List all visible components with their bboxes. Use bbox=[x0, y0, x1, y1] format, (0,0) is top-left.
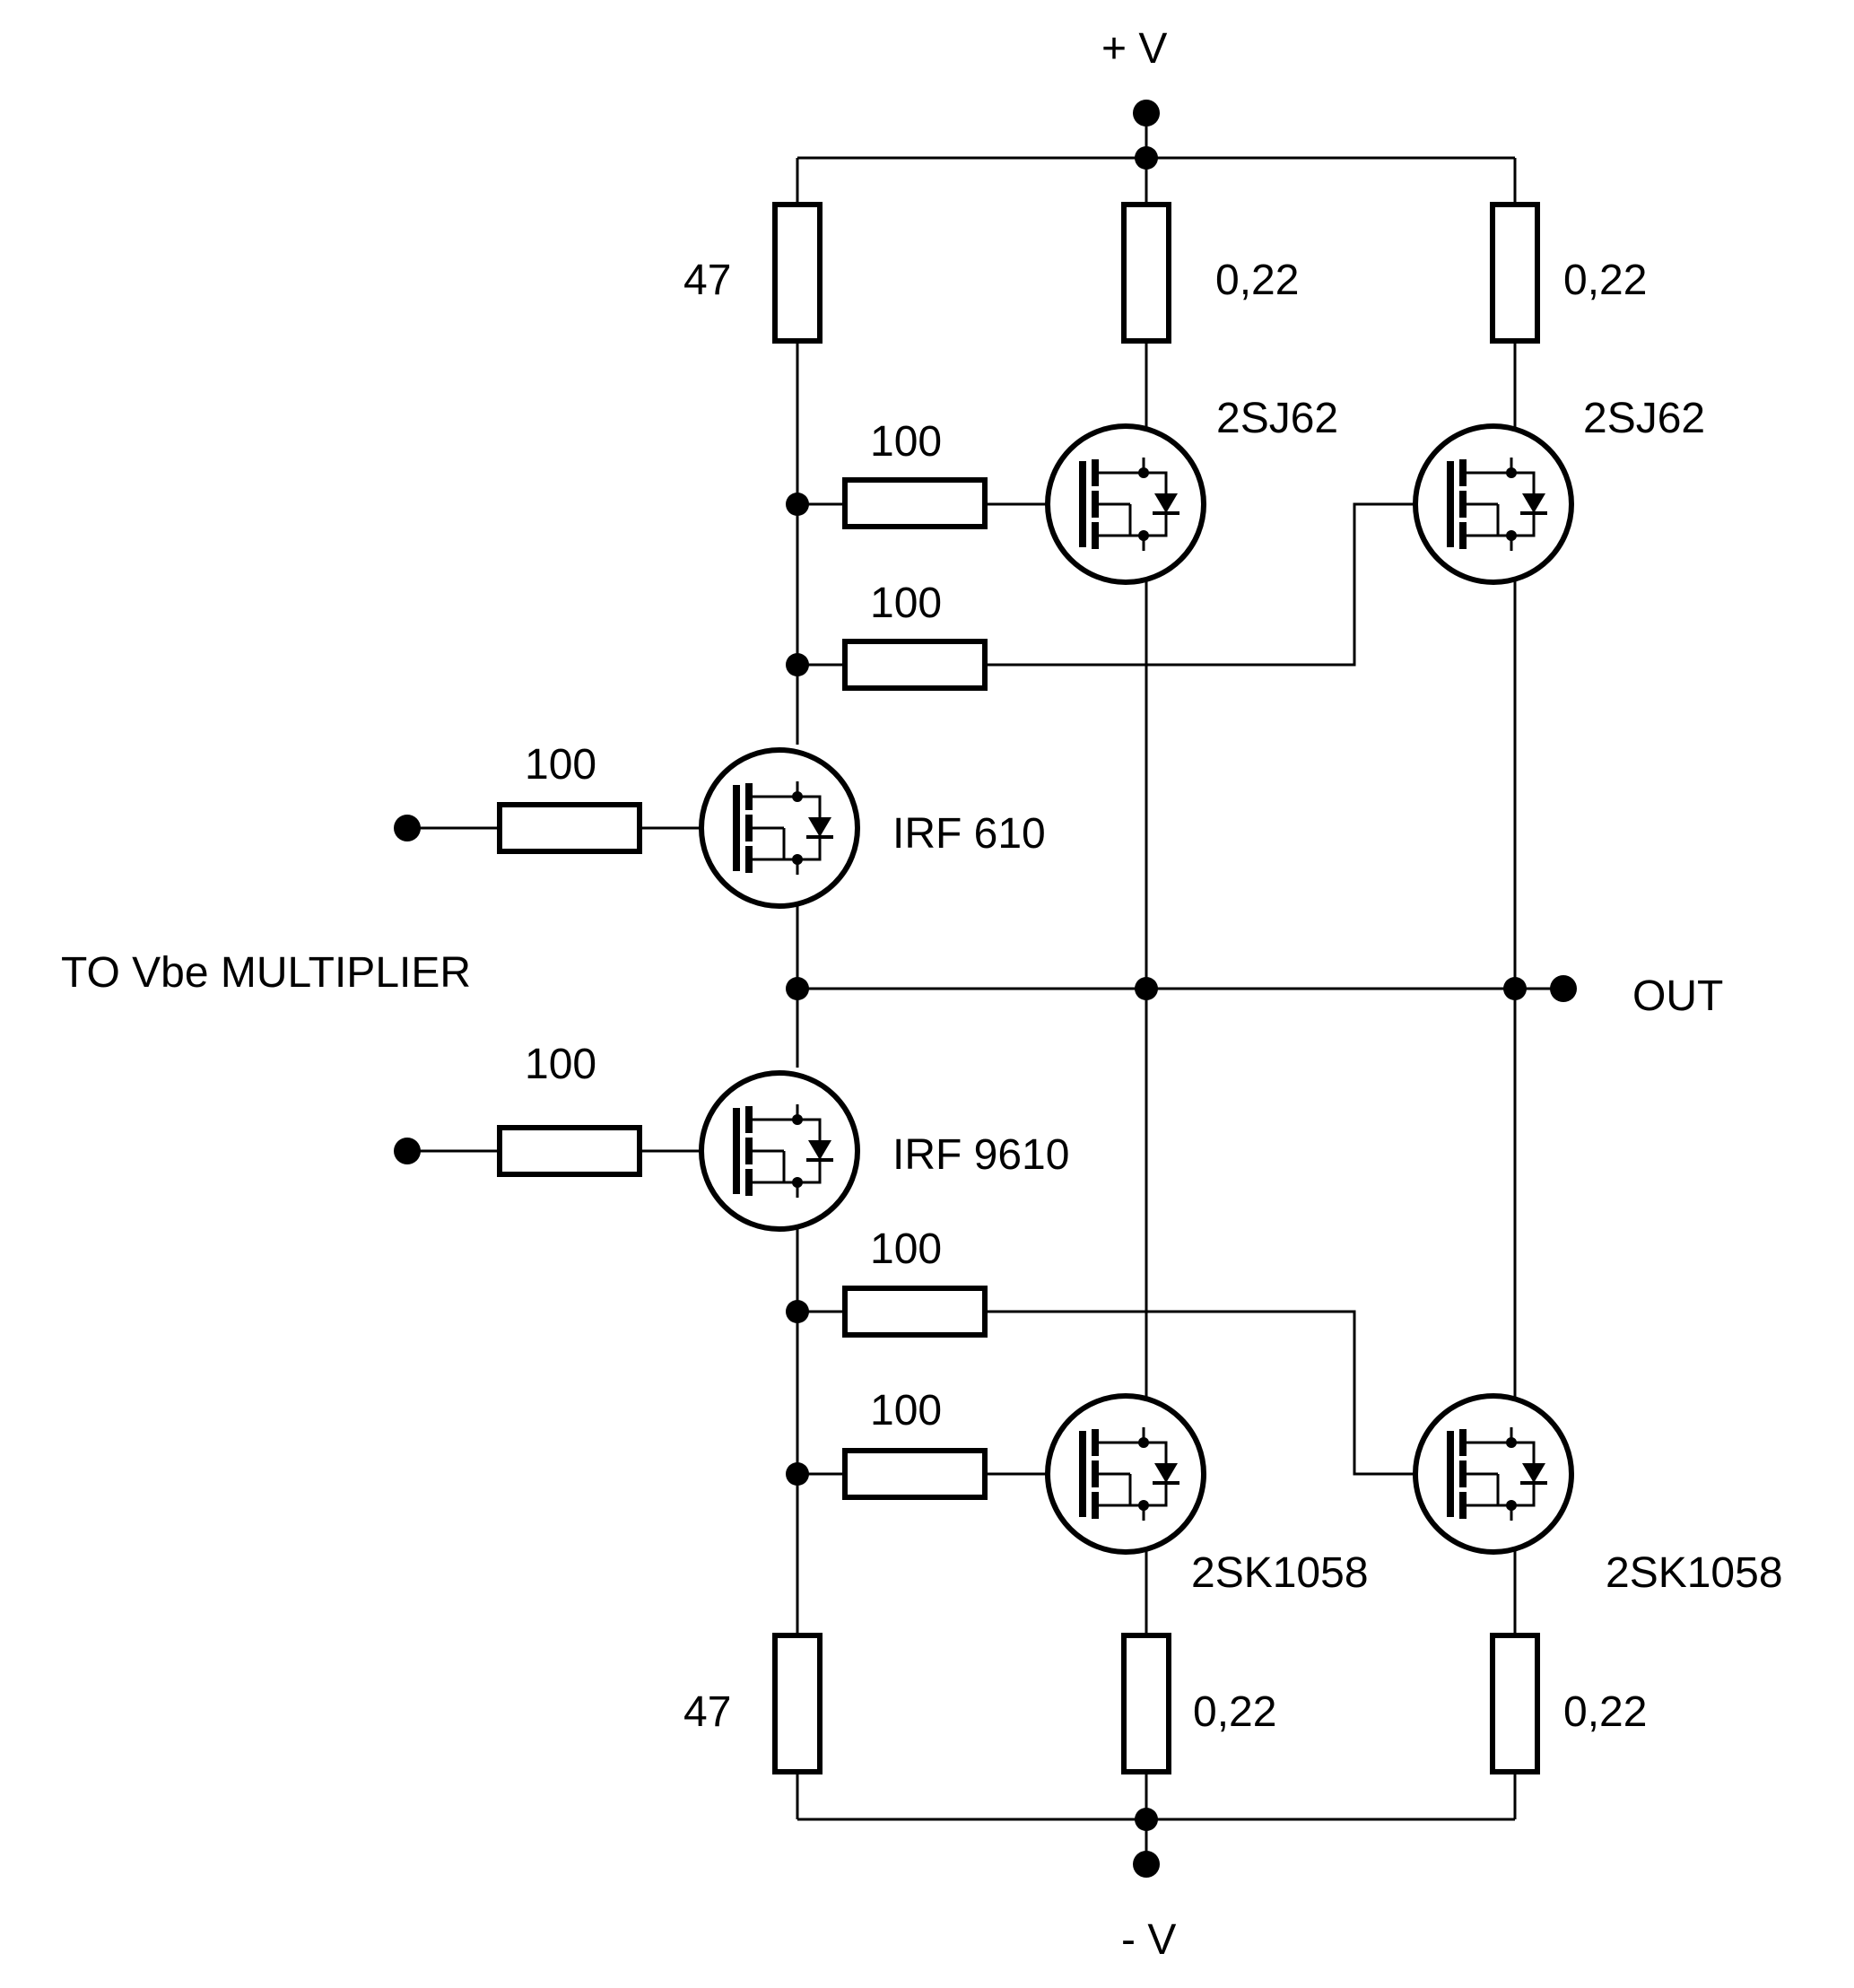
label-input: TO Vbe MULTIPLIER bbox=[61, 949, 471, 997]
mosfet-driver-bottom bbox=[699, 1070, 860, 1232]
wires bbox=[407, 113, 1561, 1862]
resistor-bottom-right bbox=[1490, 1633, 1540, 1774]
junction-out-mid bbox=[1135, 977, 1158, 1000]
label-negative-supply: - V bbox=[1121, 1916, 1176, 1964]
label-r-input-top: 100 bbox=[525, 741, 596, 789]
label-r-top-left: 47 bbox=[683, 257, 731, 304]
label-driver-bottom: IRF 9610 bbox=[892, 1131, 1069, 1179]
label-r-top-right: 0,22 bbox=[1563, 257, 1647, 304]
resistor-gate-top-1 bbox=[842, 477, 988, 529]
label-out-p-2: 2SJ62 bbox=[1583, 395, 1705, 442]
terminals bbox=[394, 100, 1577, 1878]
mosfet-out-n-1 bbox=[1045, 1393, 1206, 1555]
mosfet-driver-top bbox=[699, 747, 860, 909]
resistor-top-mid bbox=[1121, 202, 1171, 344]
label-r-bottom-right: 0,22 bbox=[1563, 1688, 1647, 1736]
resistor-bottom-left bbox=[772, 1633, 823, 1774]
junction-left-1 bbox=[786, 493, 809, 516]
junction-top-rail bbox=[1135, 146, 1158, 170]
label-positive-supply: + V bbox=[1101, 25, 1167, 73]
resistor-bottom-mid bbox=[1121, 1633, 1171, 1774]
junction-dots bbox=[786, 146, 1527, 1831]
junction-bottom-rail bbox=[1135, 1808, 1158, 1831]
resistor-top-right bbox=[1490, 202, 1540, 344]
terminal-negative-supply bbox=[1133, 1851, 1160, 1878]
label-r-gate-top-2: 100 bbox=[870, 580, 942, 627]
terminal-input-bottom bbox=[394, 1138, 421, 1164]
resistor-input-top bbox=[497, 802, 642, 854]
mosfet-out-p-2 bbox=[1413, 423, 1574, 585]
terminal-input-top bbox=[394, 815, 421, 841]
terminal-output bbox=[1550, 975, 1577, 1002]
label-out-n-2: 2SK1058 bbox=[1606, 1549, 1783, 1597]
labels: + V - V TO Vbe MULTIPLIER OUT 47 47 0,22… bbox=[61, 25, 1783, 1964]
junction-left-4 bbox=[786, 1462, 809, 1486]
junction-out-left bbox=[786, 977, 809, 1000]
resistor-top-left bbox=[772, 202, 823, 344]
resistor-gate-top-2 bbox=[842, 639, 988, 691]
junction-left-3 bbox=[786, 1300, 809, 1323]
label-r-gate-bottom-2: 100 bbox=[870, 1387, 942, 1434]
label-r-input-bottom: 100 bbox=[525, 1041, 596, 1088]
junction-left-2 bbox=[786, 653, 809, 676]
label-r-bottom-mid: 0,22 bbox=[1193, 1688, 1276, 1736]
label-r-bottom-left: 47 bbox=[683, 1688, 731, 1736]
label-output: OUT bbox=[1632, 972, 1723, 1020]
label-out-n-1: 2SK1058 bbox=[1191, 1549, 1369, 1597]
resistor-bodies bbox=[497, 202, 1540, 1774]
resistor-gate-bottom-1 bbox=[842, 1286, 988, 1338]
mosfet-out-p-1 bbox=[1045, 423, 1206, 585]
resistor-input-bottom bbox=[497, 1125, 642, 1177]
label-r-gate-top-1: 100 bbox=[870, 418, 942, 466]
label-r-top-mid: 0,22 bbox=[1215, 257, 1299, 304]
resistor-gate-bottom-2 bbox=[842, 1448, 988, 1500]
terminal-positive-supply bbox=[1133, 100, 1160, 126]
label-r-gate-bottom-1: 100 bbox=[870, 1225, 942, 1273]
label-driver-top: IRF 610 bbox=[892, 810, 1046, 858]
junction-out-right bbox=[1503, 977, 1527, 1000]
mosfet-out-n-2 bbox=[1413, 1393, 1574, 1555]
label-out-p-1: 2SJ62 bbox=[1216, 395, 1338, 442]
